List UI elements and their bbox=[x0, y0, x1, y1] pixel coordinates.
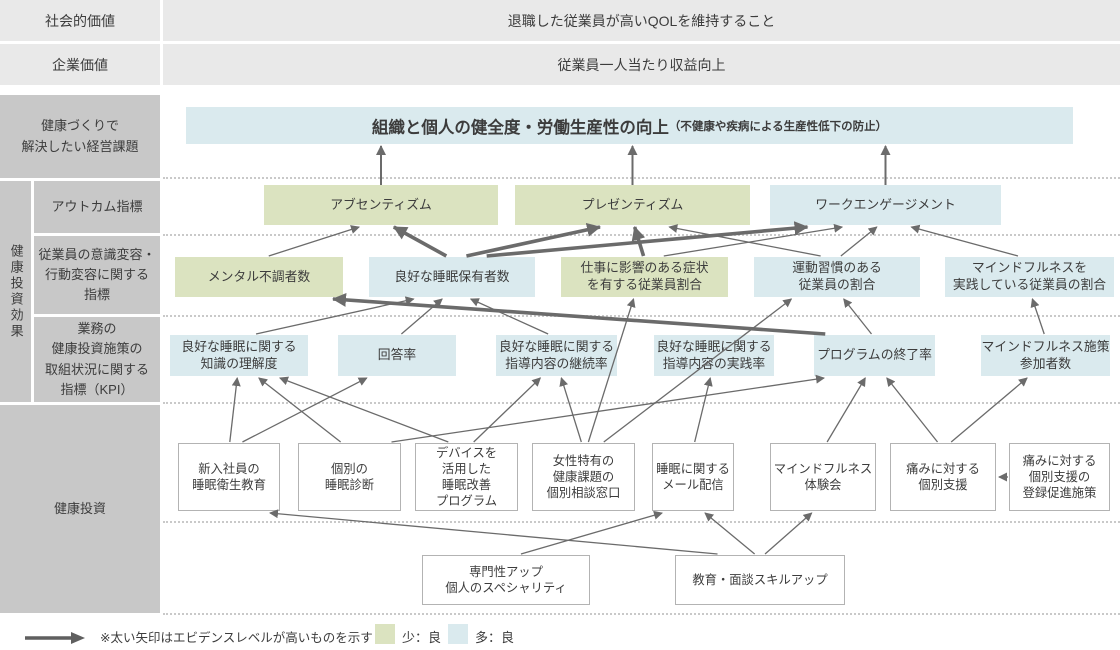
row-label-corporate-value: 企業価値 bbox=[0, 44, 160, 85]
sidebar-effect-group: 健康投資効果 bbox=[0, 181, 31, 402]
box-symptoms: 仕事に影響のある症状 を有する従業員割合 bbox=[561, 257, 728, 297]
arrow-pain-participants bbox=[950, 377, 1028, 443]
box-registration: 痛みに対する 個別支援の 登録促進施策 bbox=[1009, 443, 1110, 511]
arrow-specialty-mail bbox=[520, 510, 663, 555]
sidebar-behavior-indicator: 従業員の意識変容・ 行動変容に関する 指標 bbox=[34, 236, 160, 314]
legend-many-good: 多：良 bbox=[475, 630, 515, 645]
arrow-device-continuation bbox=[473, 377, 542, 443]
arrow-sleep-presenteeism bbox=[466, 222, 601, 258]
box-participants: マインドフルネス施策 参加者数 bbox=[981, 335, 1110, 376]
box-continuation: 良好な睡眠に関する 指導内容の継続率 bbox=[496, 335, 617, 376]
sidebar-kpi-indicator: 業務の 健康投資施策の 取組状況に関する 指標（KPI） bbox=[34, 317, 160, 402]
box-completion: プログラムの終了率 bbox=[814, 335, 935, 376]
dotted-separator bbox=[163, 613, 1120, 615]
arrow-training-newhire bbox=[269, 509, 718, 555]
legend: ※太い矢印はエビデンスレベルが高いものを示す 少：良 多：良 bbox=[0, 620, 1120, 650]
arrow-newhire-knowledge bbox=[229, 377, 241, 443]
corporate-value-text: 従業員一人当たり収益向上 bbox=[163, 44, 1120, 85]
arrow-training-mail bbox=[704, 512, 756, 555]
goal-title: 組織と個人の健全度・労働生産性の向上 bbox=[371, 118, 669, 137]
box-training: 教育・面談スキルアップ bbox=[675, 555, 845, 605]
goal-box: 組織と個人の健全度・労働生産性の向上（不健康や疾病による生産性低下の防止） bbox=[186, 107, 1073, 144]
arrow-event-completion bbox=[826, 377, 866, 443]
sidebar-investment: 健康投資 bbox=[0, 405, 160, 613]
box-sleep: 良好な睡眠保有者数 bbox=[369, 257, 535, 297]
dotted-separator bbox=[163, 234, 1120, 236]
goal-note: （不健康や疾病による生産性低下の防止） bbox=[668, 120, 888, 133]
box-absenteeism: アブセンティズム bbox=[264, 185, 498, 225]
box-newhire: 新入社員の 睡眠衛生教育 bbox=[178, 443, 280, 511]
arrow-sleep-engagement bbox=[486, 221, 809, 258]
row-label-social-value: 社会的価値 bbox=[0, 0, 160, 41]
box-engagement: ワークエンゲージメント bbox=[770, 185, 1001, 225]
blue-swatch bbox=[448, 624, 468, 644]
legend-few-good: 少：良 bbox=[402, 630, 442, 645]
arrow-symptoms-presenteeism bbox=[631, 226, 646, 257]
box-mindful_practice: マインドフルネスを 実践している従業員の割合 bbox=[945, 257, 1114, 297]
arrow-exercise-presenteeism bbox=[668, 224, 821, 257]
sidebar-outcome-indicator: アウトカム指標 bbox=[34, 181, 160, 233]
box-diagnosis: 個別の 睡眠診断 bbox=[298, 443, 401, 511]
dotted-separator bbox=[163, 177, 1120, 179]
arrow-consult-continuation bbox=[559, 377, 582, 443]
box-specialty: 専門性アップ 個人のスペシャリティ bbox=[422, 555, 590, 605]
arrow-device-knowledge bbox=[279, 376, 449, 443]
arrow-sleep-absenteeism bbox=[392, 225, 448, 258]
box-mental: メンタル不調者数 bbox=[175, 257, 343, 297]
box-mail: 睡眠に関する メール配信 bbox=[652, 443, 734, 511]
arrow-exercise-engagement bbox=[840, 226, 878, 257]
box-knowledge: 良好な睡眠に関する 知識の理解度 bbox=[170, 335, 308, 376]
arrow-newhire-response bbox=[242, 377, 368, 443]
dotted-separator bbox=[163, 521, 1120, 523]
box-exercise: 運動習慣のある 従業員の割合 bbox=[754, 257, 920, 297]
arrow-training-event bbox=[764, 512, 813, 555]
box-event: マインドフルネス 体験会 bbox=[770, 443, 876, 511]
legend-note: ※太い矢印はエビデンスレベルが高いものを示す bbox=[100, 631, 373, 645]
green-swatch bbox=[375, 624, 395, 644]
dotted-separator bbox=[163, 315, 1120, 317]
arrow-mental-absenteeism bbox=[268, 225, 360, 257]
box-practice: 良好な睡眠に関する 指導内容の実践率 bbox=[654, 335, 774, 376]
arrow-mindful_practice-engagement bbox=[910, 224, 1019, 257]
box-response: 回答率 bbox=[338, 335, 456, 376]
box-consult: 女性特有の 健康課題の 個別相談窓口 bbox=[532, 443, 635, 511]
social-value-text: 退職した従業員が高いQOLを維持すること bbox=[163, 0, 1120, 41]
box-pain: 痛みに対する 個別支援 bbox=[890, 443, 996, 511]
dotted-separator bbox=[163, 402, 1120, 404]
sidebar-management-issue: 健康づくりで 解決したい経営課題 bbox=[0, 95, 160, 178]
box-presenteeism: プレゼンティズム bbox=[515, 185, 750, 225]
arrow-diagnosis-completion bbox=[391, 374, 825, 443]
arrow-symptoms-engagement bbox=[663, 223, 844, 257]
arrow-diagnosis-knowledge bbox=[258, 377, 342, 443]
arrow-pain-completion bbox=[886, 377, 939, 443]
arrow-mail-practice bbox=[694, 377, 713, 443]
box-device: デバイスを 活用した 睡眠改善 プログラム bbox=[415, 443, 518, 511]
thick-arrow-icon bbox=[25, 632, 85, 644]
